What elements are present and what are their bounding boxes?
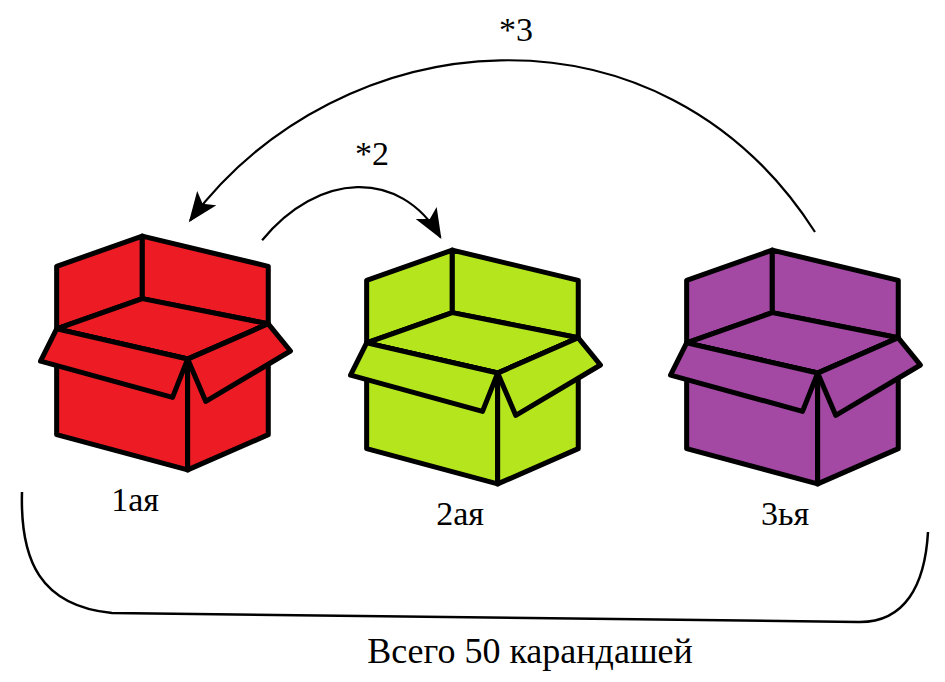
box: 1ая [35,218,300,480]
box-illustration [665,232,930,494]
box-illustration [35,218,300,480]
arrow-connector [190,60,815,232]
box-illustration [345,232,610,494]
multiplier-label: *3 [499,11,533,48]
box-label: 3ья [761,495,809,532]
total-label: Всего 50 карандашей [367,632,693,672]
box: 2ая [345,232,610,494]
arrow-connector [262,187,440,240]
box-label: 2ая [436,495,484,532]
box: 3ья [665,232,930,494]
multiplier-label: *2 [355,135,389,172]
box-label: 1ая [111,481,159,518]
